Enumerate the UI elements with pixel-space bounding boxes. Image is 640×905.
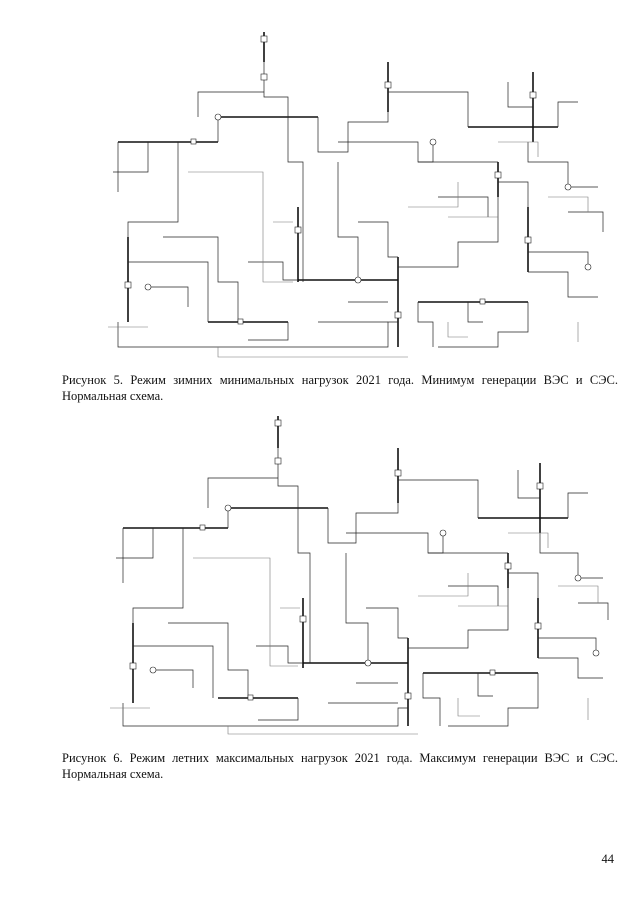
schematic-buses (123, 416, 568, 726)
grid-schematic-drawing (110, 416, 609, 735)
schematic-devices (124, 35, 592, 325)
figure-5-caption-number: Рисунок 5. (62, 373, 123, 387)
figure-5-caption: Рисунок 5. Режим зимних минимальных нагр… (62, 372, 618, 404)
schematic-lines (108, 62, 604, 358)
figure-5-caption-text: Режим зимних минимальных нагрузок 2021 г… (62, 373, 618, 403)
schematic-devices (129, 419, 600, 701)
grid-schematic-drawing (108, 32, 604, 358)
schematic-lines (110, 448, 609, 735)
grid-schematic-figure-5 (88, 22, 618, 360)
page-number: 44 (601, 852, 615, 866)
grid-schematic-figure-6 (88, 408, 618, 736)
figure-6-caption-number: Рисунок 6. (62, 751, 123, 765)
figure-6-caption: Рисунок 6. Режим летних максимальных наг… (62, 750, 618, 782)
figure-6-caption-text: Режим летних максимальных нагрузок 2021 … (62, 751, 619, 781)
